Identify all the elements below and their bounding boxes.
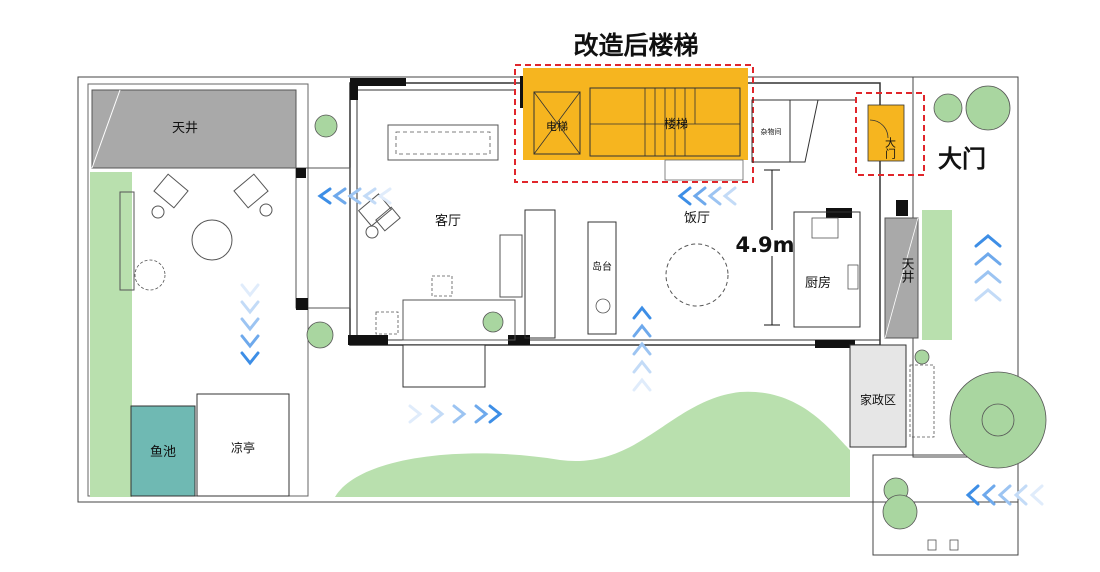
flow-arrows-up-yard xyxy=(974,234,1002,302)
island-counter xyxy=(587,221,617,335)
door-swing xyxy=(869,119,889,139)
plant-pot xyxy=(482,311,504,333)
dining-room-label: 饭厅 xyxy=(684,211,710,226)
flow-arrows-right xyxy=(408,404,503,424)
flow-arrows-up-front xyxy=(632,305,652,392)
flow-arrows-left xyxy=(317,187,392,205)
entrance-highlight-frame xyxy=(855,92,925,176)
stair-highlight-frame xyxy=(514,64,754,183)
pillar xyxy=(826,208,852,218)
elevator-label: 电梯 xyxy=(546,120,568,133)
lounge-chair xyxy=(357,193,401,239)
pillar xyxy=(815,340,855,348)
lawn-strip-left xyxy=(90,172,132,497)
pillar xyxy=(296,298,308,310)
coffee-table xyxy=(431,275,453,297)
elevator-box xyxy=(533,91,581,155)
housekeeping-counter xyxy=(909,364,935,438)
front-step xyxy=(402,344,486,388)
tree xyxy=(306,321,334,349)
lower-right-yard xyxy=(872,454,1019,556)
counter-left xyxy=(524,209,556,339)
headline: 改造后楼梯 xyxy=(573,31,698,60)
flow-arrows-dining xyxy=(677,186,737,206)
entrance-small-label: 大门 xyxy=(884,136,897,160)
garden-table xyxy=(191,219,233,261)
tree xyxy=(882,494,918,530)
garden-chairs xyxy=(151,173,273,219)
tree xyxy=(933,93,963,123)
pillar xyxy=(350,78,406,86)
dining-table xyxy=(665,243,729,307)
island-label: 岛台 xyxy=(592,260,612,273)
pavilion xyxy=(196,393,290,497)
terrace-outline xyxy=(295,167,351,309)
pillar xyxy=(508,335,530,345)
entrance-label: 大门 xyxy=(938,145,986,173)
kitchen-counter xyxy=(811,217,839,239)
lawn-strip-right xyxy=(922,210,952,340)
corridor-wall-slant xyxy=(790,99,819,163)
storage-room xyxy=(751,99,791,163)
skywell-side-label: 天井 xyxy=(899,257,915,284)
tv-console xyxy=(499,234,523,298)
pillar xyxy=(296,168,306,178)
housekeeping-room xyxy=(849,344,907,448)
stair-elevator-block xyxy=(523,68,748,160)
pillar xyxy=(896,200,908,216)
sofa-bottom xyxy=(402,299,516,341)
kitchen-room xyxy=(793,211,861,328)
kitchen-stove xyxy=(847,264,859,290)
side-table xyxy=(375,311,399,335)
skywell-top-slant xyxy=(91,89,121,169)
step-stone xyxy=(927,539,937,551)
tree xyxy=(981,403,1015,437)
bench-left xyxy=(119,191,135,291)
pillar xyxy=(350,78,358,100)
living-room-label: 客厅 xyxy=(435,213,461,229)
kitchen-label: 厨房 xyxy=(805,275,831,291)
entrance-door-block xyxy=(867,104,905,162)
fish-pond-label: 鱼池 xyxy=(150,444,176,460)
step-stone xyxy=(949,539,959,551)
tree xyxy=(914,349,930,365)
tree xyxy=(965,85,1011,131)
stairs-label: 楼梯 xyxy=(664,116,688,131)
skywell-top-label: 天井 xyxy=(172,121,198,136)
tree xyxy=(949,371,1047,469)
dimension-label: 4.9m xyxy=(735,233,794,257)
storage-label: 杂物间 xyxy=(761,127,782,136)
flow-arrows-down xyxy=(240,283,260,366)
stair-treads xyxy=(644,88,696,156)
lawn-wave xyxy=(335,391,850,497)
pillar xyxy=(348,335,388,345)
dimension-label-bg xyxy=(735,230,797,256)
garden-stool xyxy=(134,259,166,291)
pavilion-label: 凉亭 xyxy=(231,440,255,455)
skywell-side-slant xyxy=(884,217,919,339)
housekeeping-label: 家政区 xyxy=(860,392,896,407)
sink xyxy=(595,298,611,314)
elevator-x2 xyxy=(533,91,581,155)
fish-pond xyxy=(130,405,196,497)
stair-landing xyxy=(664,159,744,181)
sofa-top-inner xyxy=(395,131,491,155)
sofa-top xyxy=(387,124,499,161)
flow-arrows-entry xyxy=(965,484,1044,506)
tree xyxy=(314,114,338,138)
